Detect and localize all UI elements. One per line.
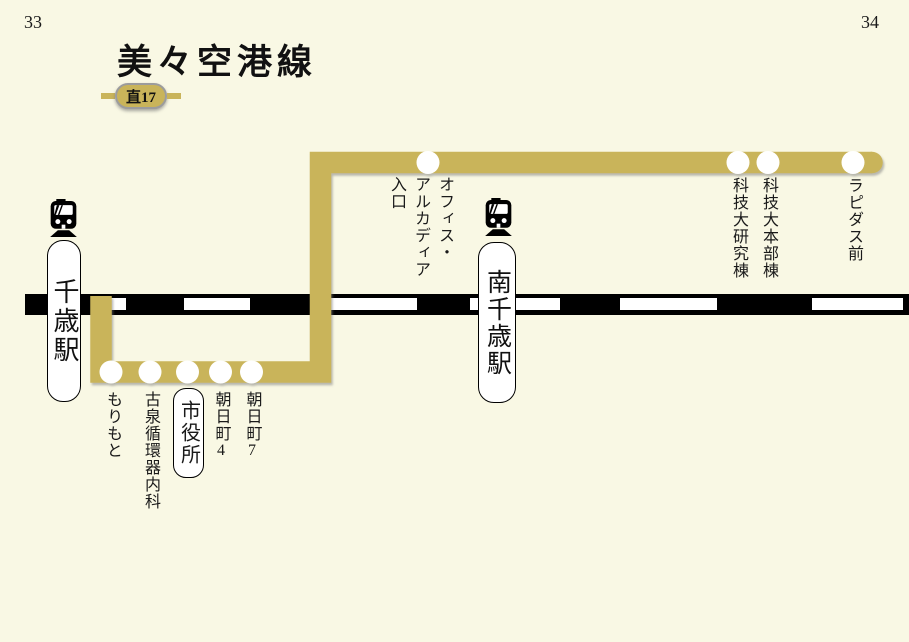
stop-label-koizumi-clinic: 古泉循環器内科	[142, 391, 159, 510]
train-icon	[50, 199, 77, 237]
railway-dash	[320, 298, 417, 310]
stop-label-asahicho-7: 朝日町7	[243, 391, 261, 460]
route-number-badge: 直17	[101, 83, 181, 109]
stop-marker-morimoto	[99, 360, 123, 384]
stop-marker-office-arcadia	[416, 151, 440, 174]
station-name-chitose: 千歳駅	[50, 277, 79, 365]
railway-dash	[95, 298, 126, 310]
stop-label-asahicho-4: 朝日町4	[212, 391, 230, 460]
stop-marker-city-hall	[176, 360, 199, 384]
page-number-left: 33	[24, 12, 42, 32]
stop-marker-asahicho-4	[209, 360, 232, 384]
route-title: 美々空港線	[117, 43, 318, 82]
stop-label-rapidus-mae: ラピダス前	[845, 177, 862, 262]
stop-marker-rapidus-mae	[841, 151, 865, 174]
railway-dash	[620, 298, 717, 310]
stop-marker-kagidai-kenkyuto	[726, 151, 750, 174]
stop-marker-kagidai-honbuto	[756, 151, 780, 174]
railway-line	[25, 294, 909, 315]
stop-label-city-hall: 市役所	[177, 400, 200, 466]
page-number-right: 34	[861, 12, 879, 32]
station-box-minami-chitose: 南千歳駅	[478, 242, 516, 403]
stop-label-morimoto: もりもと	[104, 391, 121, 459]
stop-label-kagidai-honbuto: 科技大本部棟	[760, 177, 777, 279]
railway-dash	[812, 298, 903, 310]
railway-dash	[184, 298, 250, 310]
route-end-cap	[861, 151, 883, 174]
route-number-label: 直17	[115, 83, 167, 109]
stop-label-kagidai-kenkyuto: 科技大研究棟	[730, 177, 747, 279]
station-name-minami-chitose: 南千歳駅	[483, 268, 511, 377]
stop-label-box-city-hall: 市役所	[173, 388, 204, 478]
badge-stub-left	[101, 93, 115, 99]
station-box-chitose: 千歳駅	[47, 240, 81, 402]
train-icon	[485, 198, 512, 236]
stop-marker-koizumi-clinic	[138, 360, 162, 384]
stop-marker-asahicho-7	[240, 360, 263, 384]
stop-label-office-arcadia: オフィス・ アルカディア 入口	[388, 176, 453, 278]
badge-stub-right	[167, 93, 181, 99]
